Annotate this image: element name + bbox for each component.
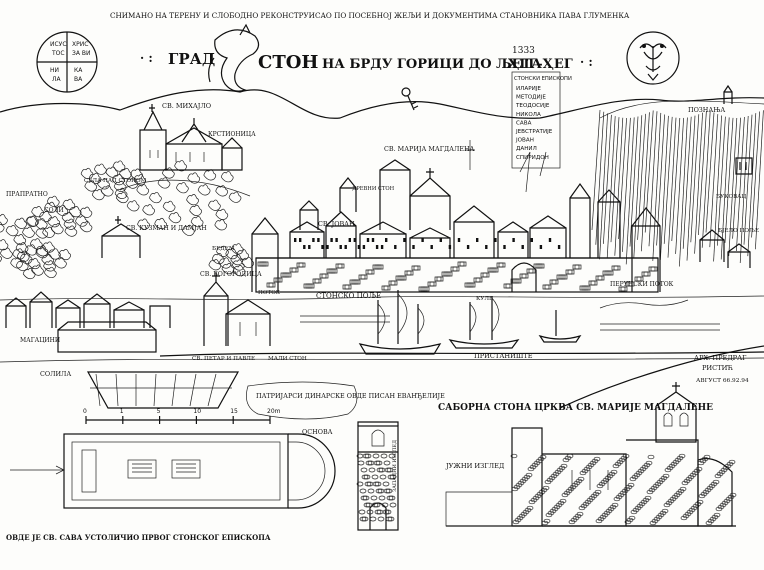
- double-eagle-emblem: [626, 31, 680, 85]
- title-dots-right: · :: [580, 55, 593, 69]
- label-soli: СОЛИ: [44, 207, 64, 214]
- seal-cell: ЗА ВИ: [72, 50, 90, 57]
- bishop-name: ДАНИЛ: [516, 146, 537, 152]
- title-left: ГРАД: [168, 50, 215, 68]
- south-facade: [445, 382, 737, 527]
- label-bjelo-polje: БЈЕЛО ПОЉЕ: [718, 228, 759, 234]
- bishops-title: СТОНСКИ ЕПИСКОПИ: [514, 76, 572, 82]
- plan-label: ОСНОВА: [302, 428, 333, 436]
- label-mali-ston: МАЛИ СТОН: [268, 356, 307, 362]
- bishop-name: СПИРИДОН: [516, 155, 549, 161]
- seal-cell: ИСУС: [50, 41, 67, 48]
- top-caption: СНИМАНО НА ТЕРЕНУ И СЛОБОДНО РЕКОНСТРУИС…: [110, 11, 630, 20]
- scale-label: 20m: [267, 408, 281, 415]
- author-line3: АВГУСТ 66.92.94: [696, 378, 749, 384]
- title-year: 1333: [512, 46, 535, 56]
- dragon-ornament: [208, 23, 260, 92]
- author-line1: АРХ. ПРЕДРАГ: [694, 354, 747, 362]
- bishop-name: НИКОЛА: [516, 112, 541, 118]
- caption-dinaric: ПАТРИЈАРСИ ДИНАРСКЕ ОВДЕ ПИСАН ЕВАНЂЕЛИЈ…: [256, 392, 445, 400]
- label-potok: ПОТОК: [258, 290, 281, 296]
- scale-label: 5: [157, 408, 161, 415]
- label-solila: СОЛИЛА: [40, 370, 71, 378]
- scale-label: 0: [83, 408, 87, 415]
- floor-plan: [10, 433, 336, 509]
- shoreline-curve: [559, 345, 764, 409]
- landscape: [0, 89, 764, 280]
- label-drevni-ston: ДРЕВНИ СТОН: [352, 186, 395, 192]
- label-prapratno: ПРАПРАТНО: [6, 191, 48, 198]
- bottom-caption: ОВДЕ ЈЕ СВ. САВА УСТОЛИЧИО ПРВОГ СТОНСКО…: [6, 533, 271, 542]
- label-sv-mihajlo: СВ. МИХАЈЛО: [162, 102, 211, 110]
- author-note: АРХ. ПРЕДРАГ РИСТИЋ АВГУСТ 66.92.94: [694, 354, 749, 384]
- scale-label: 1: [120, 408, 124, 415]
- label-sela-nad: СЕЛА НАД СТОНОМ: [84, 178, 147, 184]
- left-seal: ИСУС ХРИС ТОС ЗА ВИ НИ КА ЛА ВА: [36, 31, 98, 93]
- label-poznanja: ПОЗНАЊА: [688, 106, 725, 114]
- bishop-name: ТЕОДОСИЈЕ: [515, 103, 550, 109]
- key-icon: [401, 87, 419, 111]
- left-village: [5, 216, 271, 353]
- seal-cell: ХРИС: [72, 41, 88, 48]
- seal-cell: ВА: [74, 76, 83, 83]
- scale-label: 15: [230, 408, 238, 415]
- title-era: ҲГГ-ҲЕГ: [508, 57, 573, 72]
- bishops-list: СТОНСКИ ЕПИСКОПИ ИЛАРИЈЕ МЕТОДИЈЕ ТЕОДОСИЈ…: [511, 71, 572, 169]
- seal-cell: ТОС: [51, 50, 65, 57]
- seal-cell: КА: [74, 67, 83, 74]
- bishop-name: ИЛАРИЈЕ: [516, 86, 541, 92]
- salt-pans: [86, 371, 240, 409]
- label-bukovac: БУКОВАЦ: [716, 194, 746, 200]
- label-sv-bogorodica: СВ. БОГОРОДИЦА: [200, 271, 262, 278]
- bishop-name: МЕТОДИЈЕ: [516, 95, 546, 101]
- label-kule: КУЛЕ: [476, 296, 493, 302]
- title-right: НА БРДУ ГОРИЦИ ДО ЉЕТА: [322, 57, 542, 72]
- bishop-name: ЈЕВСТРАТИЈЕ: [515, 129, 553, 135]
- bishop-name: ЈОВАН: [515, 138, 534, 144]
- right-hill-features: [599, 84, 753, 309]
- title-dots-left: · :: [140, 51, 153, 65]
- author-line2: РИСТИЋ: [702, 364, 733, 372]
- west-facade-note: ЗАПАДНИ ИЗГЛЕД: [392, 440, 398, 492]
- label-magacini: МАГАЦИНИ: [20, 337, 60, 344]
- label-pristaniste: ПРИСТАНИШТЕ: [474, 352, 533, 360]
- label-stonsko-polje: СТОНСКО ПОЉЕ: [316, 292, 381, 300]
- label-sv-kuzman: СВ. КУЗМАН И ДАМЈАН: [126, 225, 207, 232]
- cathedral-title: САБОРНА СТОНА ЦРКВА СВ. МАРИЈЕ МАГДАЛЕНЕ: [438, 403, 713, 413]
- title-main: СТОН: [258, 52, 318, 73]
- scale-label: 10: [193, 408, 201, 415]
- label-sv-jovan: СВ. ЈОВАН: [318, 220, 355, 228]
- bishop-name: САВА: [516, 120, 532, 126]
- church-sv-mihajlo: [119, 104, 251, 197]
- label-sv-petar: СВ. ПЕТАР И ПАВЛЕ: [192, 356, 255, 362]
- title-line: · : ГРАД СТОН НА БРДУ ГОРИЦИ ДО ЉЕТА 133…: [140, 23, 593, 92]
- walled-town-ston: [251, 140, 661, 293]
- seal-cell: НИ: [50, 67, 59, 74]
- caption-bubble: [246, 381, 358, 420]
- west-facade: [356, 421, 399, 531]
- label-peruski-potok: ПЕРУНСКИ ПОТОК: [610, 281, 674, 288]
- label-bedem: БЕДЕМ: [212, 246, 235, 252]
- south-facade-label: ЈУЖНИ ИЗГЛЕД: [445, 462, 505, 470]
- seal-cell: ЛА: [52, 76, 62, 83]
- label-krstionica: КРСТИОНИЦА: [208, 131, 256, 138]
- harbor: [0, 290, 764, 363]
- label-sv-marija: СВ. МАРИЈА МАГДАЛЕНА: [384, 145, 475, 153]
